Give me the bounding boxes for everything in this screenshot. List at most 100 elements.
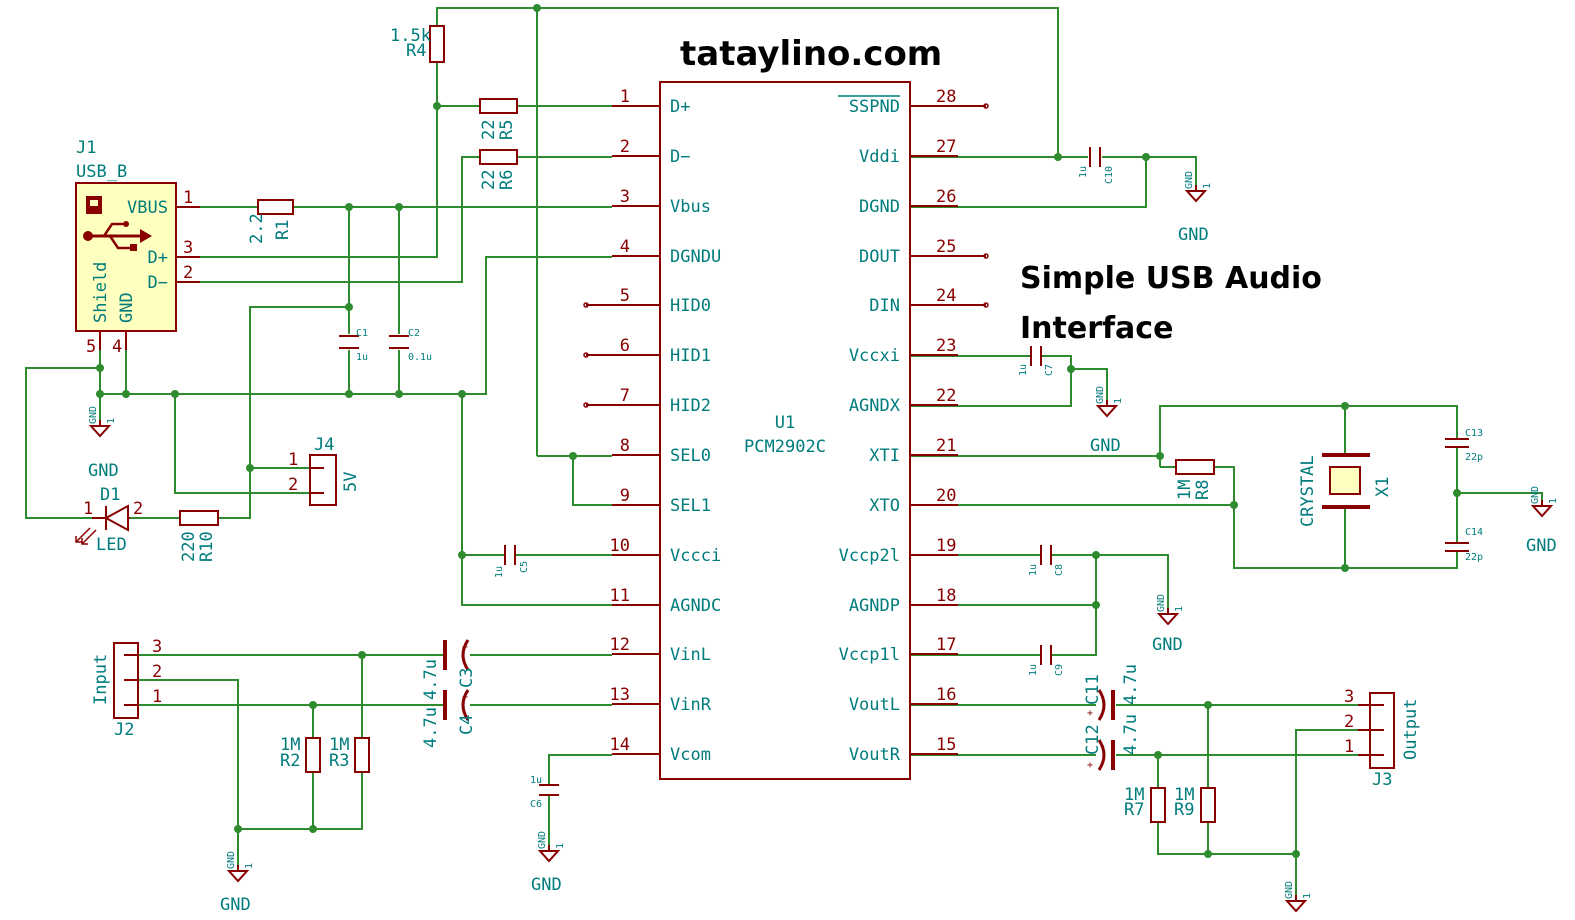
c13-ref: C13 (1465, 428, 1483, 439)
j2-pin-3: 3 (152, 637, 162, 657)
ic-pin-name: Vddi (859, 147, 900, 167)
ground-pin-number: 1 (106, 418, 117, 424)
schematic-title-line2: Interface (1020, 311, 1173, 346)
resistor-r10 (179, 510, 219, 526)
resistor-r7 (1150, 787, 1166, 823)
capacitor-c12 (1097, 739, 1115, 771)
r9-value: 1M (1174, 785, 1194, 805)
ground-pin-number: 1 (555, 843, 566, 849)
connector-j3-output: J3 Output 3 2 1 (1344, 687, 1421, 790)
capacitor-c2 (389, 335, 409, 349)
usb-gnd-label: GND (117, 292, 137, 323)
c4-value: 4.7u (421, 707, 441, 748)
ground-pin-number: 1 (244, 863, 255, 869)
ground-pin-number: 1 (1174, 606, 1185, 612)
usb-ref: J1 (76, 138, 96, 158)
led-emission-icon (75, 527, 97, 545)
ic-pin-name: VinR (670, 695, 712, 715)
resistor-r6 (479, 149, 518, 165)
ic-pin-number: 14 (610, 735, 630, 755)
resistor-r1 (257, 199, 294, 215)
svg-text:+: + (1087, 760, 1093, 771)
r4-ref: R4 (406, 41, 426, 61)
capacitor-c3 (443, 639, 470, 671)
ground-label: GND (220, 895, 251, 915)
ic-pin-name: AGNDC (670, 596, 721, 616)
ic-pin-number: 12 (610, 635, 630, 655)
ic-pin-number: 15 (936, 735, 956, 755)
ground-net-name: GND (88, 406, 99, 424)
c11-ref: C11 (1083, 674, 1103, 705)
ground-label: GND (1178, 225, 1209, 245)
j3-pin-2: 2 (1344, 712, 1354, 732)
ic-pin-number: 24 (936, 286, 956, 306)
svg-text:+: + (462, 692, 468, 703)
c9-value: 1u (1028, 664, 1039, 676)
capacitor-c13 (1445, 438, 1469, 448)
resistor-r5 (479, 98, 518, 114)
schematic-title-line1: Simple USB Audio (1020, 261, 1322, 296)
ic-pin-name: D− (670, 147, 690, 167)
c12-ref: C12 (1083, 724, 1103, 755)
crystal-x1: CRYSTAL X1 (1298, 453, 1393, 527)
capacitor-labels: C1 1u C2 0.1u 1u C5 1u C6 4.7u C3 4.7u C… (356, 166, 1483, 810)
ic-pin-number: 10 (610, 536, 630, 556)
ic-pin-name: SSPND (849, 97, 900, 117)
c14-ref: C14 (1465, 527, 1483, 538)
j2-ref: J2 (114, 720, 134, 740)
c12-value: 4.7u (1121, 714, 1141, 755)
ic-pin-name: Vccci (670, 546, 721, 566)
resistor-r8 (1175, 459, 1215, 475)
ic-pin-number: 25 (936, 237, 956, 257)
led-d1: D1 LED 1 2 (75, 485, 143, 555)
ic-pin-name: Vccp2l (839, 546, 900, 566)
capacitor-c8 (1040, 545, 1052, 565)
capacitor-c7 (1030, 346, 1042, 366)
c6-value: 1u (530, 775, 542, 786)
ic-pin-name: XTO (869, 496, 900, 516)
ground-label: GND (1152, 635, 1183, 655)
c8-ref: C8 (1054, 564, 1065, 576)
capacitor-c10 (1089, 147, 1101, 167)
svg-text:+: + (1087, 708, 1093, 719)
capacitor-c9 (1040, 645, 1052, 665)
ic-pin-name: DIN (869, 296, 900, 316)
ground-net-name: GND (226, 851, 237, 869)
ic-pin-name: XTI (869, 446, 900, 466)
r2-value: 1M (280, 735, 300, 755)
ic-pin-number: 19 (936, 536, 956, 556)
connector-j4: J4 5V 1 2 (288, 435, 361, 506)
r2-ref: R2 (280, 751, 300, 771)
ic-pin-number: 4 (620, 237, 630, 257)
ic-pin-name: SEL0 (670, 446, 711, 466)
ic-pin-number: 20 (936, 486, 956, 506)
usb-shield-label: Shield (91, 262, 111, 323)
ic-pin-number: 7 (620, 386, 630, 406)
ground-pin-number: 1 (1202, 183, 1213, 189)
usb-value: USB_B (76, 162, 127, 182)
resistors (179, 25, 1216, 823)
c9-ref: C9 (1054, 664, 1065, 676)
ic-pin-name: Vccxi (849, 346, 900, 366)
ic-pin-name: HID1 (670, 346, 711, 366)
resistor-r4 (429, 25, 445, 63)
ic-pin-name: DGNDU (670, 247, 721, 267)
usb-pin-5: 5 (86, 337, 96, 357)
c10-ref: C10 (1104, 166, 1115, 184)
c2-ref: C2 (408, 328, 420, 339)
led-pin-1: 1 (83, 499, 93, 519)
